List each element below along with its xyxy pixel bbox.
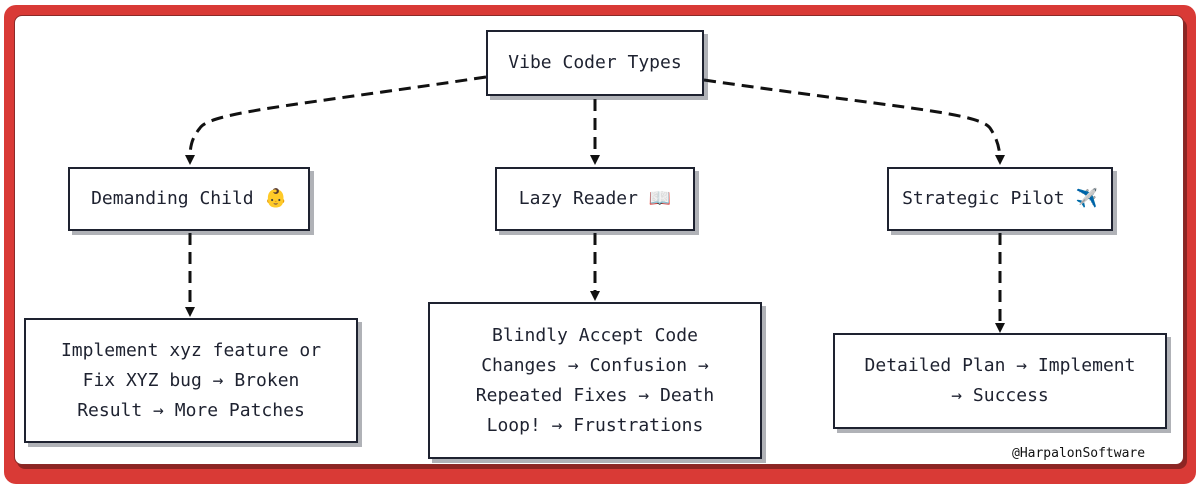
node-demanding-child-label: Demanding Child 👶 — [91, 188, 287, 209]
node-strategic-pilot-label: Strategic Pilot ✈️ — [902, 188, 1098, 209]
node-lazy-reader-outcome-text: Blindly Accept Code Changes → Confusion … — [475, 324, 715, 436]
node-demanding-child: Demanding Child 👶 — [68, 167, 310, 231]
watermark: @HarpalonSoftware — [1012, 446, 1146, 461]
node-strategic-pilot: Strategic Pilot ✈️ — [887, 167, 1113, 231]
node-demanding-child-outcome-text: Implement xyz feature or Fix XYZ bug → B… — [60, 339, 322, 421]
node-demanding-child-outcome: Implement xyz feature or Fix XYZ bug → B… — [24, 318, 358, 443]
node-root: Vibe Coder Types — [486, 30, 704, 96]
node-strategic-pilot-outcome-text: Detailed Plan → Implement → Success — [864, 355, 1136, 406]
node-lazy-reader-outcome: Blindly Accept Code Changes → Confusion … — [428, 302, 762, 459]
node-lazy-reader: Lazy Reader 📖 — [495, 167, 695, 231]
node-strategic-pilot-outcome: Detailed Plan → Implement → Success — [833, 333, 1167, 429]
node-root-label: Vibe Coder Types — [508, 52, 682, 73]
node-lazy-reader-label: Lazy Reader 📖 — [518, 188, 672, 209]
